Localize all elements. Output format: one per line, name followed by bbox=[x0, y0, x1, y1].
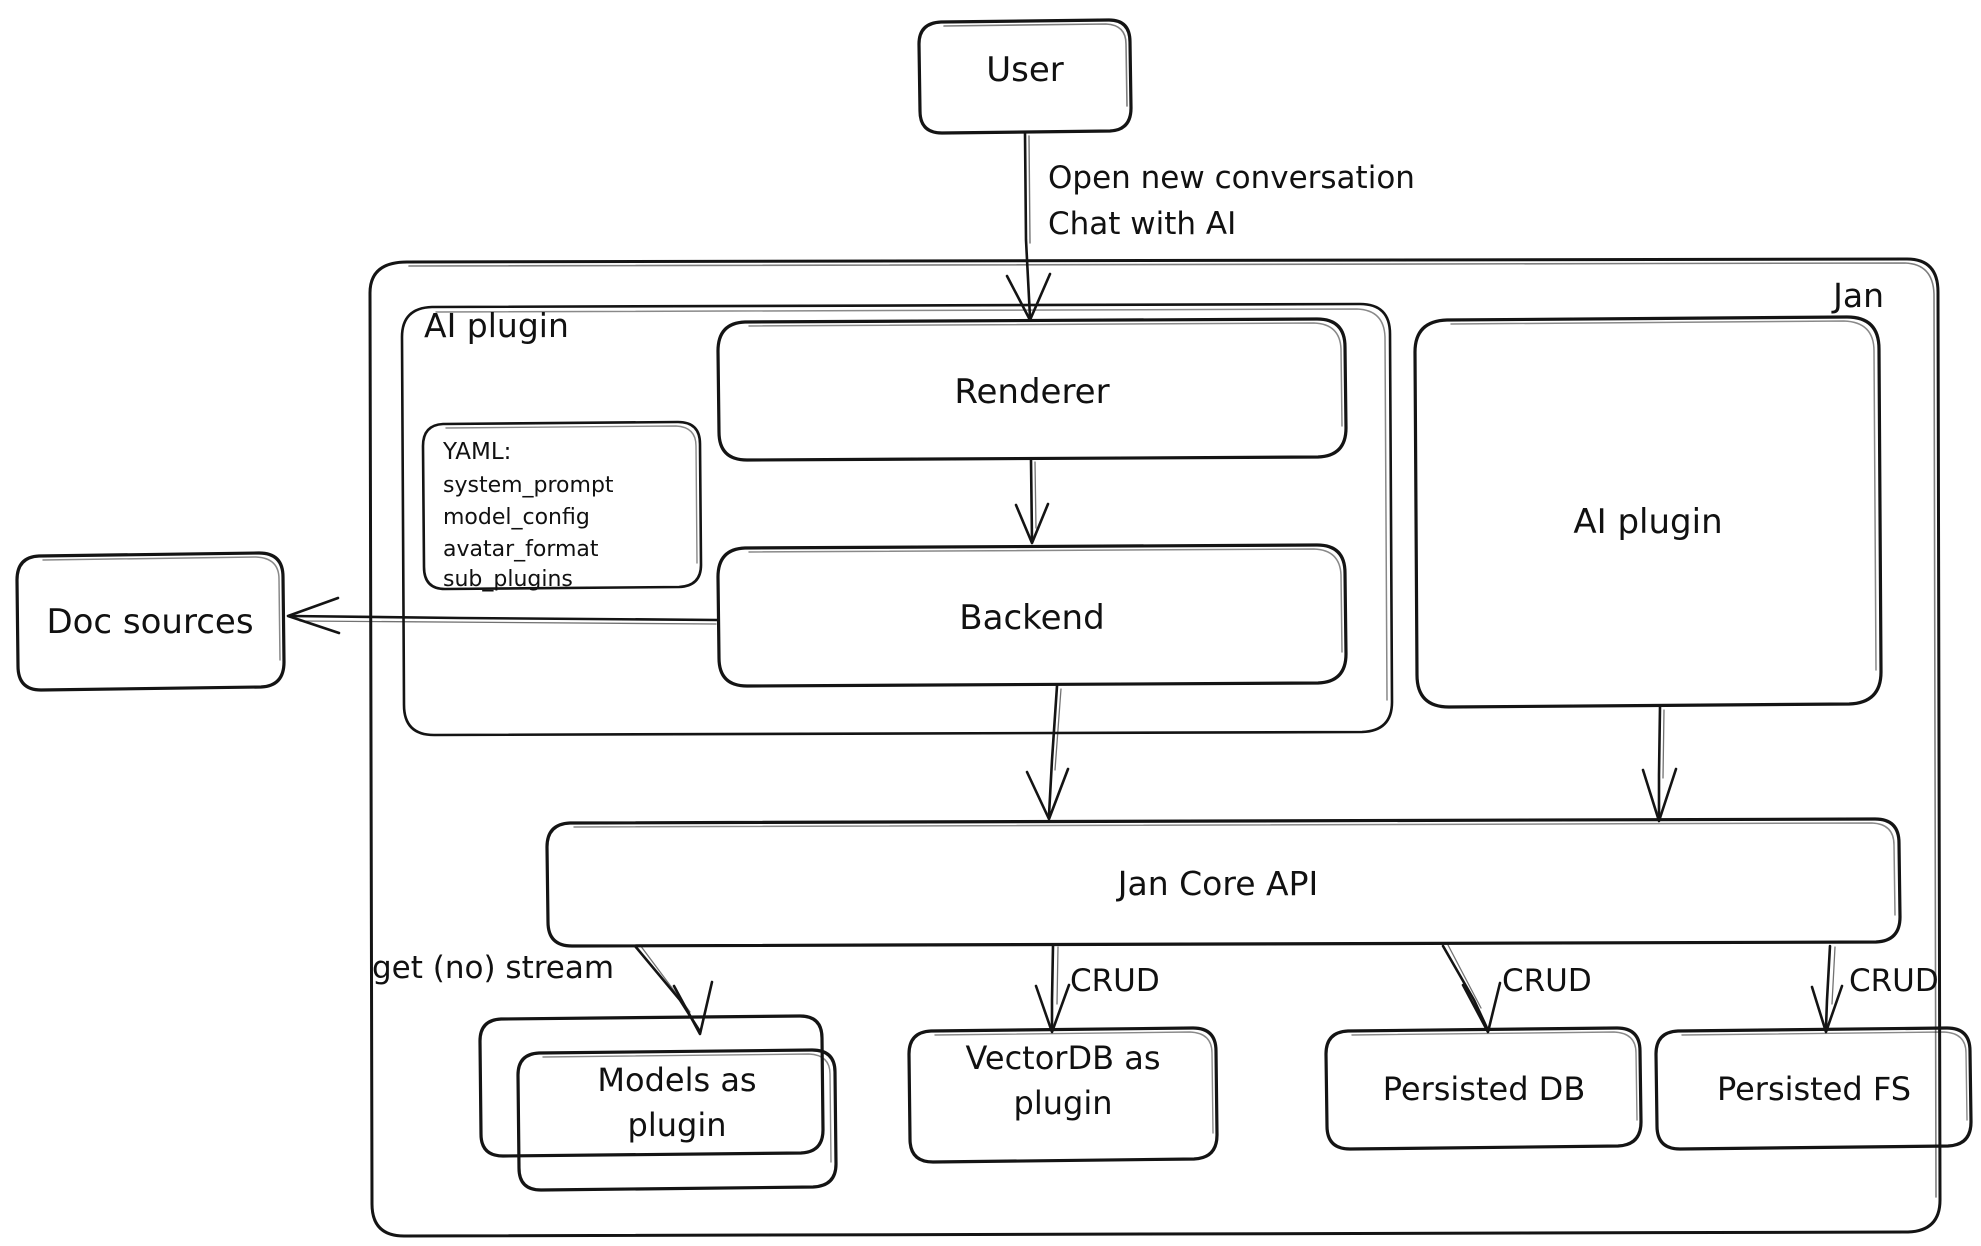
yaml-key-system-prompt: system_prompt bbox=[443, 473, 614, 498]
edge-core-db-label: CRUD bbox=[1502, 963, 1592, 999]
edge-core-vectordb: CRUD bbox=[1034, 944, 1160, 1034]
edge-core-db: CRUD bbox=[1441, 944, 1592, 1034]
node-jan-core-api[interactable]: Jan Core API bbox=[545, 817, 1902, 948]
edge-core-models: get (no) stream bbox=[372, 944, 714, 1036]
node-models-plugin-label-line2: plugin bbox=[628, 1106, 727, 1144]
node-renderer-label: Renderer bbox=[954, 372, 1109, 412]
node-vectordb-plugin-label-line1: VectorDB as bbox=[965, 1039, 1160, 1077]
edge-renderer-backend bbox=[1014, 458, 1050, 545]
node-jan-core-api-label: Jan Core API bbox=[1116, 864, 1318, 903]
edge-core-models-label: get (no) stream bbox=[372, 950, 614, 986]
node-persisted-fs[interactable]: Persisted FS bbox=[1654, 1026, 1973, 1151]
node-backend-label: Backend bbox=[959, 598, 1104, 638]
node-persisted-fs-label: Persisted FS bbox=[1717, 1070, 1911, 1108]
edge-core-vectordb-label: CRUD bbox=[1070, 963, 1160, 999]
jan-container: Jan bbox=[368, 257, 1942, 1238]
yaml-card-header: YAML: bbox=[442, 439, 511, 465]
jan-container-label: Jan bbox=[1831, 276, 1884, 315]
edge-backend-core bbox=[1025, 684, 1070, 821]
node-persisted-db-label: Persisted DB bbox=[1383, 1070, 1586, 1108]
node-doc-sources-label: Doc sources bbox=[46, 602, 253, 642]
ai-plugin-group-label: AI plugin bbox=[424, 306, 569, 345]
node-models-plugin-label-line1: Models as bbox=[597, 1061, 756, 1099]
node-user[interactable]: User bbox=[917, 18, 1133, 135]
yaml-key-avatar-format: avatar_format bbox=[443, 537, 599, 562]
node-vectordb-plugin-label-line2: plugin bbox=[1014, 1084, 1113, 1122]
yaml-key-sub-plugins: sub_plugins bbox=[443, 567, 573, 592]
edge-core-fs-label: CRUD bbox=[1849, 963, 1939, 999]
node-backend[interactable]: Backend bbox=[716, 543, 1348, 688]
edge-user-renderer-label-line1: Open new conversation bbox=[1048, 160, 1415, 196]
edge-user-renderer: Open new conversation Chat with AI bbox=[1005, 131, 1415, 322]
node-doc-sources[interactable]: Doc sources bbox=[15, 551, 286, 692]
node-models-plugin[interactable]: Models as plugin bbox=[478, 1014, 838, 1192]
edge-user-renderer-label-line2: Chat with AI bbox=[1048, 206, 1236, 242]
edge-ai-plugin-core bbox=[1641, 705, 1678, 823]
ai-plugin-group: AI plugin bbox=[400, 302, 1394, 737]
yaml-card: YAML: system_prompt model_config avatar_… bbox=[421, 420, 703, 592]
node-ai-plugin-label: AI plugin bbox=[1573, 502, 1722, 542]
yaml-key-model-config: model_config bbox=[443, 505, 590, 530]
node-persisted-db[interactable]: Persisted DB bbox=[1324, 1026, 1643, 1151]
node-user-label: User bbox=[986, 50, 1064, 90]
node-ai-plugin[interactable]: AI plugin bbox=[1413, 315, 1883, 709]
edge-backend-doc-sources bbox=[286, 596, 720, 635]
edge-core-fs: CRUD bbox=[1810, 944, 1939, 1034]
node-vectordb-plugin[interactable]: VectorDB as plugin bbox=[907, 1026, 1219, 1164]
node-renderer[interactable]: Renderer bbox=[716, 317, 1348, 462]
